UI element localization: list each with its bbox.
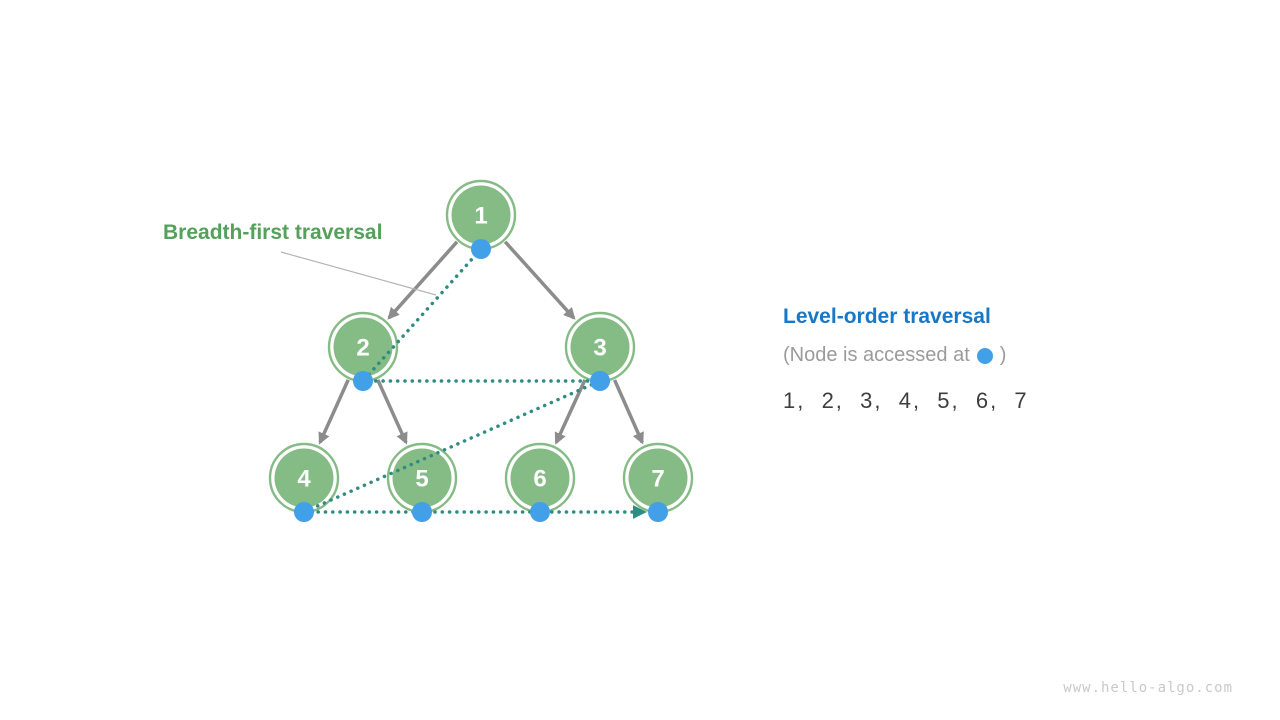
access-dot-3 (590, 371, 610, 391)
tree-edge-3-6 (554, 379, 587, 445)
legend-note: (Node is accessed at ) (783, 344, 1029, 367)
node-label-1: 1 (474, 203, 487, 230)
access-dot-5 (412, 502, 432, 522)
traversal-sequence: 1, 2, 3, 4, 5, 6, 7 (783, 388, 1029, 413)
legend-title: Level-order traversal (783, 305, 991, 328)
node-label-2: 2 (356, 335, 369, 362)
tree-node-6: 6 (504, 442, 576, 514)
tree-edge-1-2 (387, 240, 459, 320)
node-circle-5 (392, 448, 452, 508)
node-label-3: 3 (593, 335, 606, 362)
tree-edge-1-3 (503, 240, 576, 320)
access-dot-1 (471, 239, 491, 259)
node-label-6: 6 (533, 466, 546, 493)
access-dot-7 (648, 502, 668, 522)
tree-node-5: 5 (386, 442, 458, 514)
node-circle-6 (510, 448, 570, 508)
node-label-4: 4 (297, 466, 311, 493)
node-circle-3 (570, 317, 630, 377)
access-dot-2 (353, 371, 373, 391)
legend-note-suffix: ) (999, 344, 1007, 366)
accessed-dot-icon (976, 347, 993, 364)
tree-edge-2-4 (318, 379, 350, 445)
tree-edge-3-7 (612, 379, 644, 445)
tree-node-2: 2 (327, 311, 399, 383)
tree-node-1: 1 (445, 179, 517, 251)
tree-node-7: 7 (622, 442, 694, 514)
tree-node-3: 3 (564, 311, 636, 383)
node-circle-4 (274, 448, 334, 508)
access-dot-4 (294, 502, 314, 522)
node-circle-1 (451, 185, 511, 245)
legend-note-prefix: (Node is accessed at (783, 344, 970, 366)
callout-line (280, 251, 437, 296)
breadth-first-label: Breadth-first traversal (163, 221, 383, 244)
watermark: www.hello-algo.com (1063, 680, 1233, 696)
node-circle-2 (333, 317, 393, 377)
legend-block: Level-order traversal (Node is accessed … (783, 305, 1029, 414)
node-circle-7 (628, 448, 688, 508)
access-dot-6 (530, 502, 550, 522)
tree-edge-2-5 (376, 379, 408, 445)
tree-node-4: 4 (268, 442, 340, 514)
node-label-7: 7 (651, 466, 664, 493)
node-label-5: 5 (415, 466, 428, 493)
